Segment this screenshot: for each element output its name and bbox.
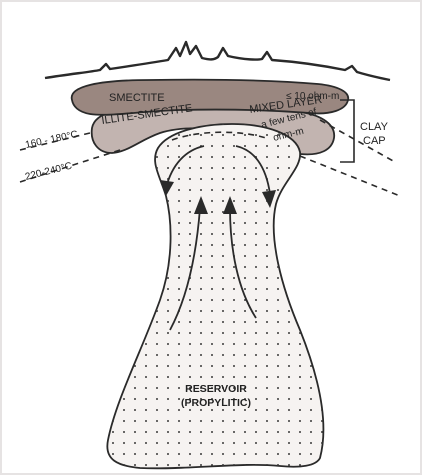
temperature-upper-label: 160 - 180°C	[24, 129, 79, 151]
reservoir-dot-pattern	[107, 124, 323, 468]
ground-surface	[45, 42, 390, 80]
temperature-lower-label: 220-240°C	[24, 161, 73, 183]
clay-cap-label-line2: CAP	[363, 135, 386, 147]
clay-cap-bracket	[340, 100, 354, 162]
clay-cap-label-line1: CLAY	[360, 121, 389, 133]
reservoir-label-line2: (PROPYLITIC)	[181, 397, 251, 409]
reservoir-label-line1: RESERVOIR	[185, 383, 247, 395]
smectite-label: SMECTITE	[109, 92, 165, 104]
